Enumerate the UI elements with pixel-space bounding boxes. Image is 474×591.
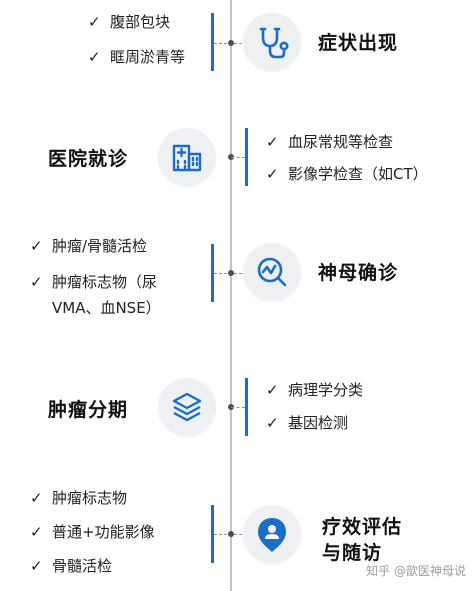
list-item-continuation: VMA、血NSE） (52, 299, 161, 317)
list-item: ✓肿瘤标志物 (30, 489, 128, 507)
stage-title: 症状出现 (318, 32, 399, 54)
list-item: ✓肿瘤/骨髓活检 (30, 237, 148, 255)
check-icon: ✓ (88, 48, 101, 66)
layers-icon (172, 392, 202, 422)
check-icon: ✓ (266, 414, 279, 432)
stage-accent-bar (211, 244, 214, 302)
list-item: ✓腹部包块 (88, 13, 171, 31)
list-item: ✓普通+功能影像 (30, 523, 155, 541)
check-icon: ✓ (266, 165, 279, 183)
stage-title: 医院就诊 (48, 148, 129, 170)
check-icon: ✓ (30, 523, 43, 541)
check-icon: ✓ (30, 489, 43, 507)
stage-title-line1: 疗效评估 (322, 516, 403, 538)
check-icon: ✓ (30, 557, 43, 575)
stage-title: 肿瘤分期 (48, 399, 129, 421)
list-item: ✓血尿常规等检查 (266, 133, 394, 151)
stage-accent-bar (211, 13, 214, 71)
stage-accent-bar (245, 128, 248, 186)
hospital-icon (172, 144, 202, 172)
timeline-dot (228, 270, 234, 276)
connector (231, 157, 245, 158)
stage-title-line2: 与随访 (322, 542, 383, 564)
stage-accent-bar (211, 505, 214, 563)
watermark: 知乎 @歆医神母说 (366, 564, 466, 578)
timeline-dot (228, 40, 234, 46)
timeline-line (230, 0, 232, 591)
location-person-icon (258, 518, 286, 552)
check-icon: ✓ (266, 381, 279, 399)
list-item: ✓骨髓活检 (30, 557, 113, 575)
stage-accent-bar (245, 378, 248, 436)
list-item: ✓影像学检查（如CT） (266, 165, 428, 183)
list-item: ✓肿瘤标志物（尿 (30, 273, 158, 291)
stage-title: 神母确诊 (318, 262, 399, 284)
check-icon: ✓ (30, 273, 43, 291)
stage-node-hospital (158, 128, 216, 186)
search-chart-icon (257, 257, 287, 287)
list-item: ✓眶周淤青等 (88, 48, 186, 66)
stethoscope-icon (259, 27, 289, 59)
list-item: ✓病理学分类 (266, 381, 364, 399)
check-icon: ✓ (266, 133, 279, 151)
stage-node-symptoms (243, 13, 301, 71)
stage-node-followup (243, 505, 301, 563)
stage-node-staging (158, 378, 216, 436)
stage-node-diagnosis (243, 243, 301, 301)
check-icon: ✓ (30, 237, 43, 255)
list-item: ✓基因检测 (266, 414, 349, 432)
timeline-dot (228, 531, 234, 537)
check-icon: ✓ (88, 13, 101, 31)
connector (231, 407, 245, 408)
